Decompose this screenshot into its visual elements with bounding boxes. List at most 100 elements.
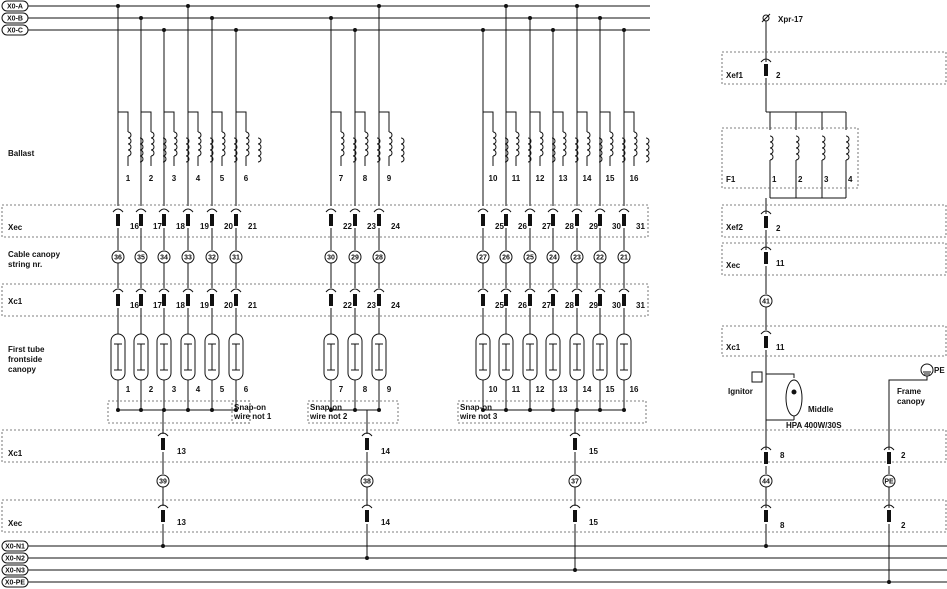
row-label-first-tube: First tube [8, 345, 45, 354]
xec-connector [206, 208, 218, 226]
xc1-connector [547, 288, 559, 306]
ballast-wire [141, 111, 152, 132]
ballast-coil-icon [621, 137, 626, 163]
terminal-slash [761, 13, 771, 23]
xec-row-box [1, 204, 649, 238]
f1-number: 3 [824, 175, 829, 184]
tube-number: 12 [536, 385, 545, 394]
junction-dot [481, 28, 485, 32]
xc1-connector [524, 288, 536, 306]
xc1-right-connector [760, 330, 772, 348]
cable-number: 44 [762, 479, 770, 486]
row-label-xec: Xec [8, 223, 23, 232]
ballast-number: 3 [172, 174, 177, 183]
connector-socket-icon [883, 446, 895, 451]
connector-socket-icon [760, 504, 772, 509]
bus-tag [1, 12, 29, 24]
bus-tag [1, 540, 29, 552]
ballast-coil-icon [197, 131, 202, 157]
xc1-lower-number: 13 [177, 447, 186, 456]
row-label-xec-lower: Xec [8, 519, 23, 528]
xef2-box [721, 204, 947, 238]
xec-connector [477, 208, 489, 226]
junction-dot [377, 4, 381, 8]
pe-xc1-number: 2 [901, 451, 906, 460]
ballast-coil-icon [609, 131, 614, 157]
ballast-coil-icon [376, 137, 381, 163]
cable-number-circle [568, 474, 582, 488]
tube-number: 4 [196, 385, 201, 394]
junction-dot [504, 4, 508, 8]
junction-dot [234, 408, 238, 412]
ballast-coil-icon [539, 131, 544, 157]
xc1-lower-connector [157, 432, 169, 450]
row-label-xc1: Xc1 [8, 297, 23, 306]
xec-terminal-number: 26 [518, 222, 527, 231]
connector-socket-icon [760, 246, 772, 251]
connector-socket-icon [760, 210, 772, 215]
xc1-terminal-number: 28 [565, 301, 574, 310]
connector-socket-icon [571, 288, 583, 293]
ballast-coil-icon [388, 131, 393, 157]
junction-dot [365, 556, 369, 560]
bus-tag-label: X0-N3 [5, 568, 25, 575]
junction-dot [186, 408, 190, 412]
xec-connector [594, 208, 606, 226]
connector-socket-icon [135, 288, 147, 293]
xec-lower-number: 13 [177, 518, 186, 527]
ballast-wire [236, 111, 247, 132]
junction-dot [162, 28, 166, 32]
xc1-terminal-number: 21 [248, 301, 257, 310]
junction-dot [353, 408, 357, 412]
cable-number-circle [499, 250, 513, 264]
frame-canopy-label: canopy [897, 397, 926, 406]
connector-socket-icon [112, 208, 124, 213]
ballast-coil-icon [527, 137, 532, 163]
cable-number: 41 [762, 299, 770, 306]
cable-number-circle [617, 250, 631, 264]
connector-socket-icon [524, 288, 536, 293]
cable-number: 22 [596, 255, 604, 262]
connector-socket-icon [760, 446, 772, 451]
tube-number: 11 [512, 385, 521, 394]
connector-socket-icon [206, 208, 218, 213]
xef2-number: 2 [776, 224, 781, 233]
snap-on-box [307, 400, 399, 424]
junction-dot [210, 16, 214, 20]
connector-socket-icon [571, 208, 583, 213]
junction-dot [598, 408, 602, 412]
snap-on-label: Snap-on [234, 403, 266, 412]
cable-number: 30 [327, 255, 335, 262]
xec-terminal-number: 24 [391, 222, 400, 231]
connector-socket-icon [325, 208, 337, 213]
lamp-xc1-number: 8 [780, 451, 785, 460]
ignitor-icon [751, 371, 763, 383]
xec-connector [524, 208, 536, 226]
f1-number: 2 [798, 175, 803, 184]
row-label-xc1-lower: Xc1 [8, 449, 23, 458]
junction-dot [528, 408, 532, 412]
xc1-terminal-number: 30 [612, 301, 621, 310]
connector-socket-icon [158, 288, 170, 293]
junction-dot [116, 4, 120, 8]
xc1-connector [135, 288, 147, 306]
junction-dot [161, 544, 165, 548]
cable-number: 35 [137, 255, 145, 262]
junction-dot [573, 568, 577, 572]
connector-socket-icon [349, 208, 361, 213]
cable-number-circle [570, 250, 584, 264]
f1-number: 1 [772, 175, 777, 184]
xc1-right-label: Xc1 [726, 343, 741, 352]
xec-terminal-number: 20 [224, 222, 233, 231]
bus-tag [1, 24, 29, 36]
connector-socket-icon [182, 208, 194, 213]
ballast-coil-icon [598, 137, 603, 163]
ballast-number: 2 [149, 174, 154, 183]
xef2-connector [760, 210, 772, 228]
cable-number-circle [759, 294, 773, 308]
ballast-number: 11 [512, 174, 521, 183]
junction-dot [504, 408, 508, 412]
ballast-number: 5 [220, 174, 225, 183]
ballast-coil-icon [504, 137, 509, 163]
cable-number: 29 [351, 255, 359, 262]
